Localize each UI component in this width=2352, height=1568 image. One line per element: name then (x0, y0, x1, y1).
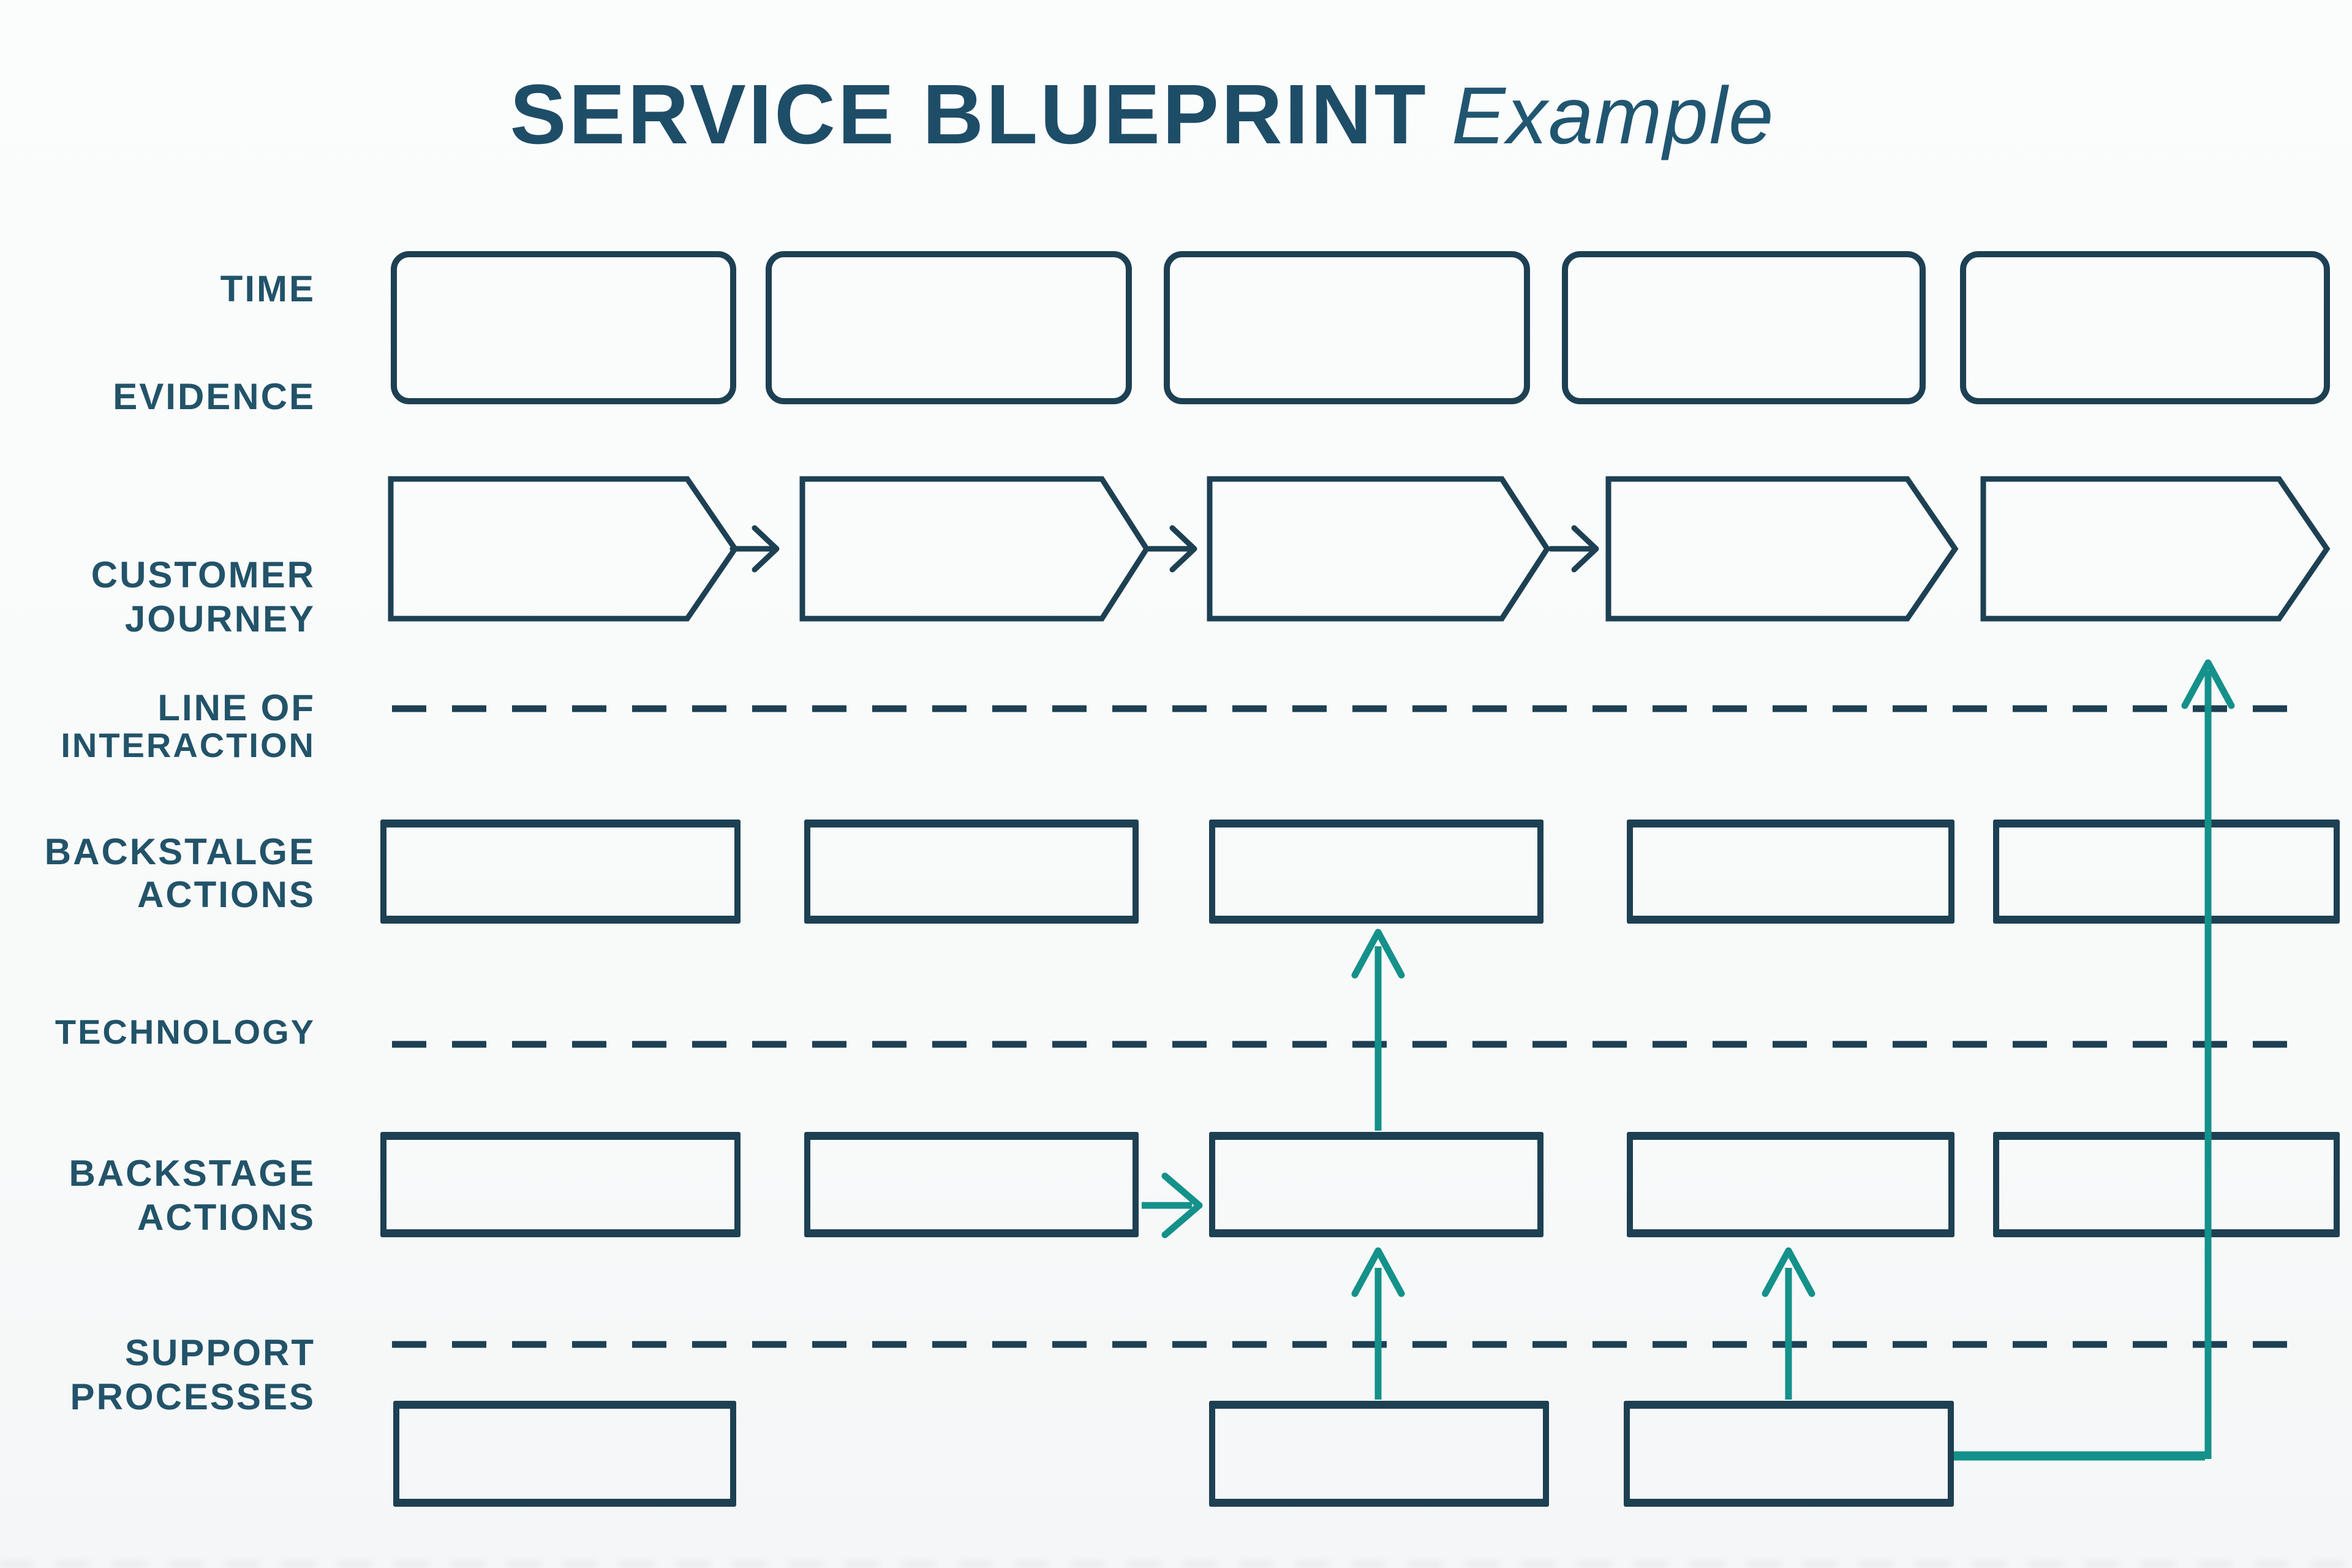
support-box-2 (1209, 1401, 1549, 1507)
journey-right-arrow-icon-1 (729, 525, 780, 573)
evidence-box-3 (1164, 251, 1530, 404)
journey-step-4 (1605, 476, 1959, 622)
frontstage-box-4 (1627, 820, 1954, 924)
cropped-bottom-edge-artifact (0, 1561, 2352, 1568)
frontstage-box-1 (380, 820, 741, 924)
frontstage-box-3 (1209, 820, 1544, 924)
evidence-box-2 (766, 251, 1132, 404)
backstage-right-arrow-icon (1142, 1172, 1203, 1238)
label-frontstage-actions: BACKSTALGE ACTIONS (44, 831, 315, 915)
frontstage-box-2 (804, 820, 1139, 924)
backstage-box-5 (1993, 1132, 2340, 1237)
support-up-arrow-icon-1 (1351, 1247, 1405, 1400)
support-up-arrow-icon-2 (1762, 1247, 1815, 1400)
label-customer-journey: CUSTOMER JOURNEY (91, 554, 315, 639)
backstage-box-3 (1209, 1132, 1544, 1237)
label-evidence: EVIDENCE (113, 376, 315, 417)
technology-up-arrow-icon (1351, 929, 1405, 1131)
label-technology: TECHNOLOGY (55, 1012, 315, 1051)
journey-right-arrow-icon-3 (1548, 525, 1599, 573)
backstage-box-2 (804, 1132, 1139, 1237)
journey-right-arrow-icon-2 (1146, 525, 1197, 573)
evidence-box-4 (1562, 251, 1926, 404)
backstage-box-1 (380, 1132, 741, 1237)
label-line-of-interaction: LINE OF INTERACTION (61, 687, 315, 764)
journey-step-5 (1980, 476, 2331, 622)
support-box-3 (1624, 1401, 1954, 1507)
journey-step-2 (799, 476, 1150, 622)
support-box-1 (393, 1401, 736, 1507)
title-suffix: Example (1451, 70, 1775, 160)
backstage-box-4 (1627, 1132, 1954, 1237)
feedback-elbow-up-arrow-icon (1954, 659, 2235, 1461)
page-title: SERVICE BLUEPRINT Example (0, 66, 2285, 164)
title-main: SERVICE BLUEPRINT (510, 67, 1428, 162)
label-backstage-actions: BACKSTAGE ACTIONS (69, 1153, 315, 1238)
evidence-box-5 (1960, 251, 2330, 404)
journey-step-3 (1207, 476, 1551, 622)
label-time: TIME (220, 268, 315, 309)
journey-step-1 (388, 476, 739, 622)
evidence-box-1 (391, 251, 736, 404)
frontstage-box-5 (1993, 820, 2340, 924)
label-support-processes: SUPPORT PROCESSES (70, 1332, 315, 1417)
